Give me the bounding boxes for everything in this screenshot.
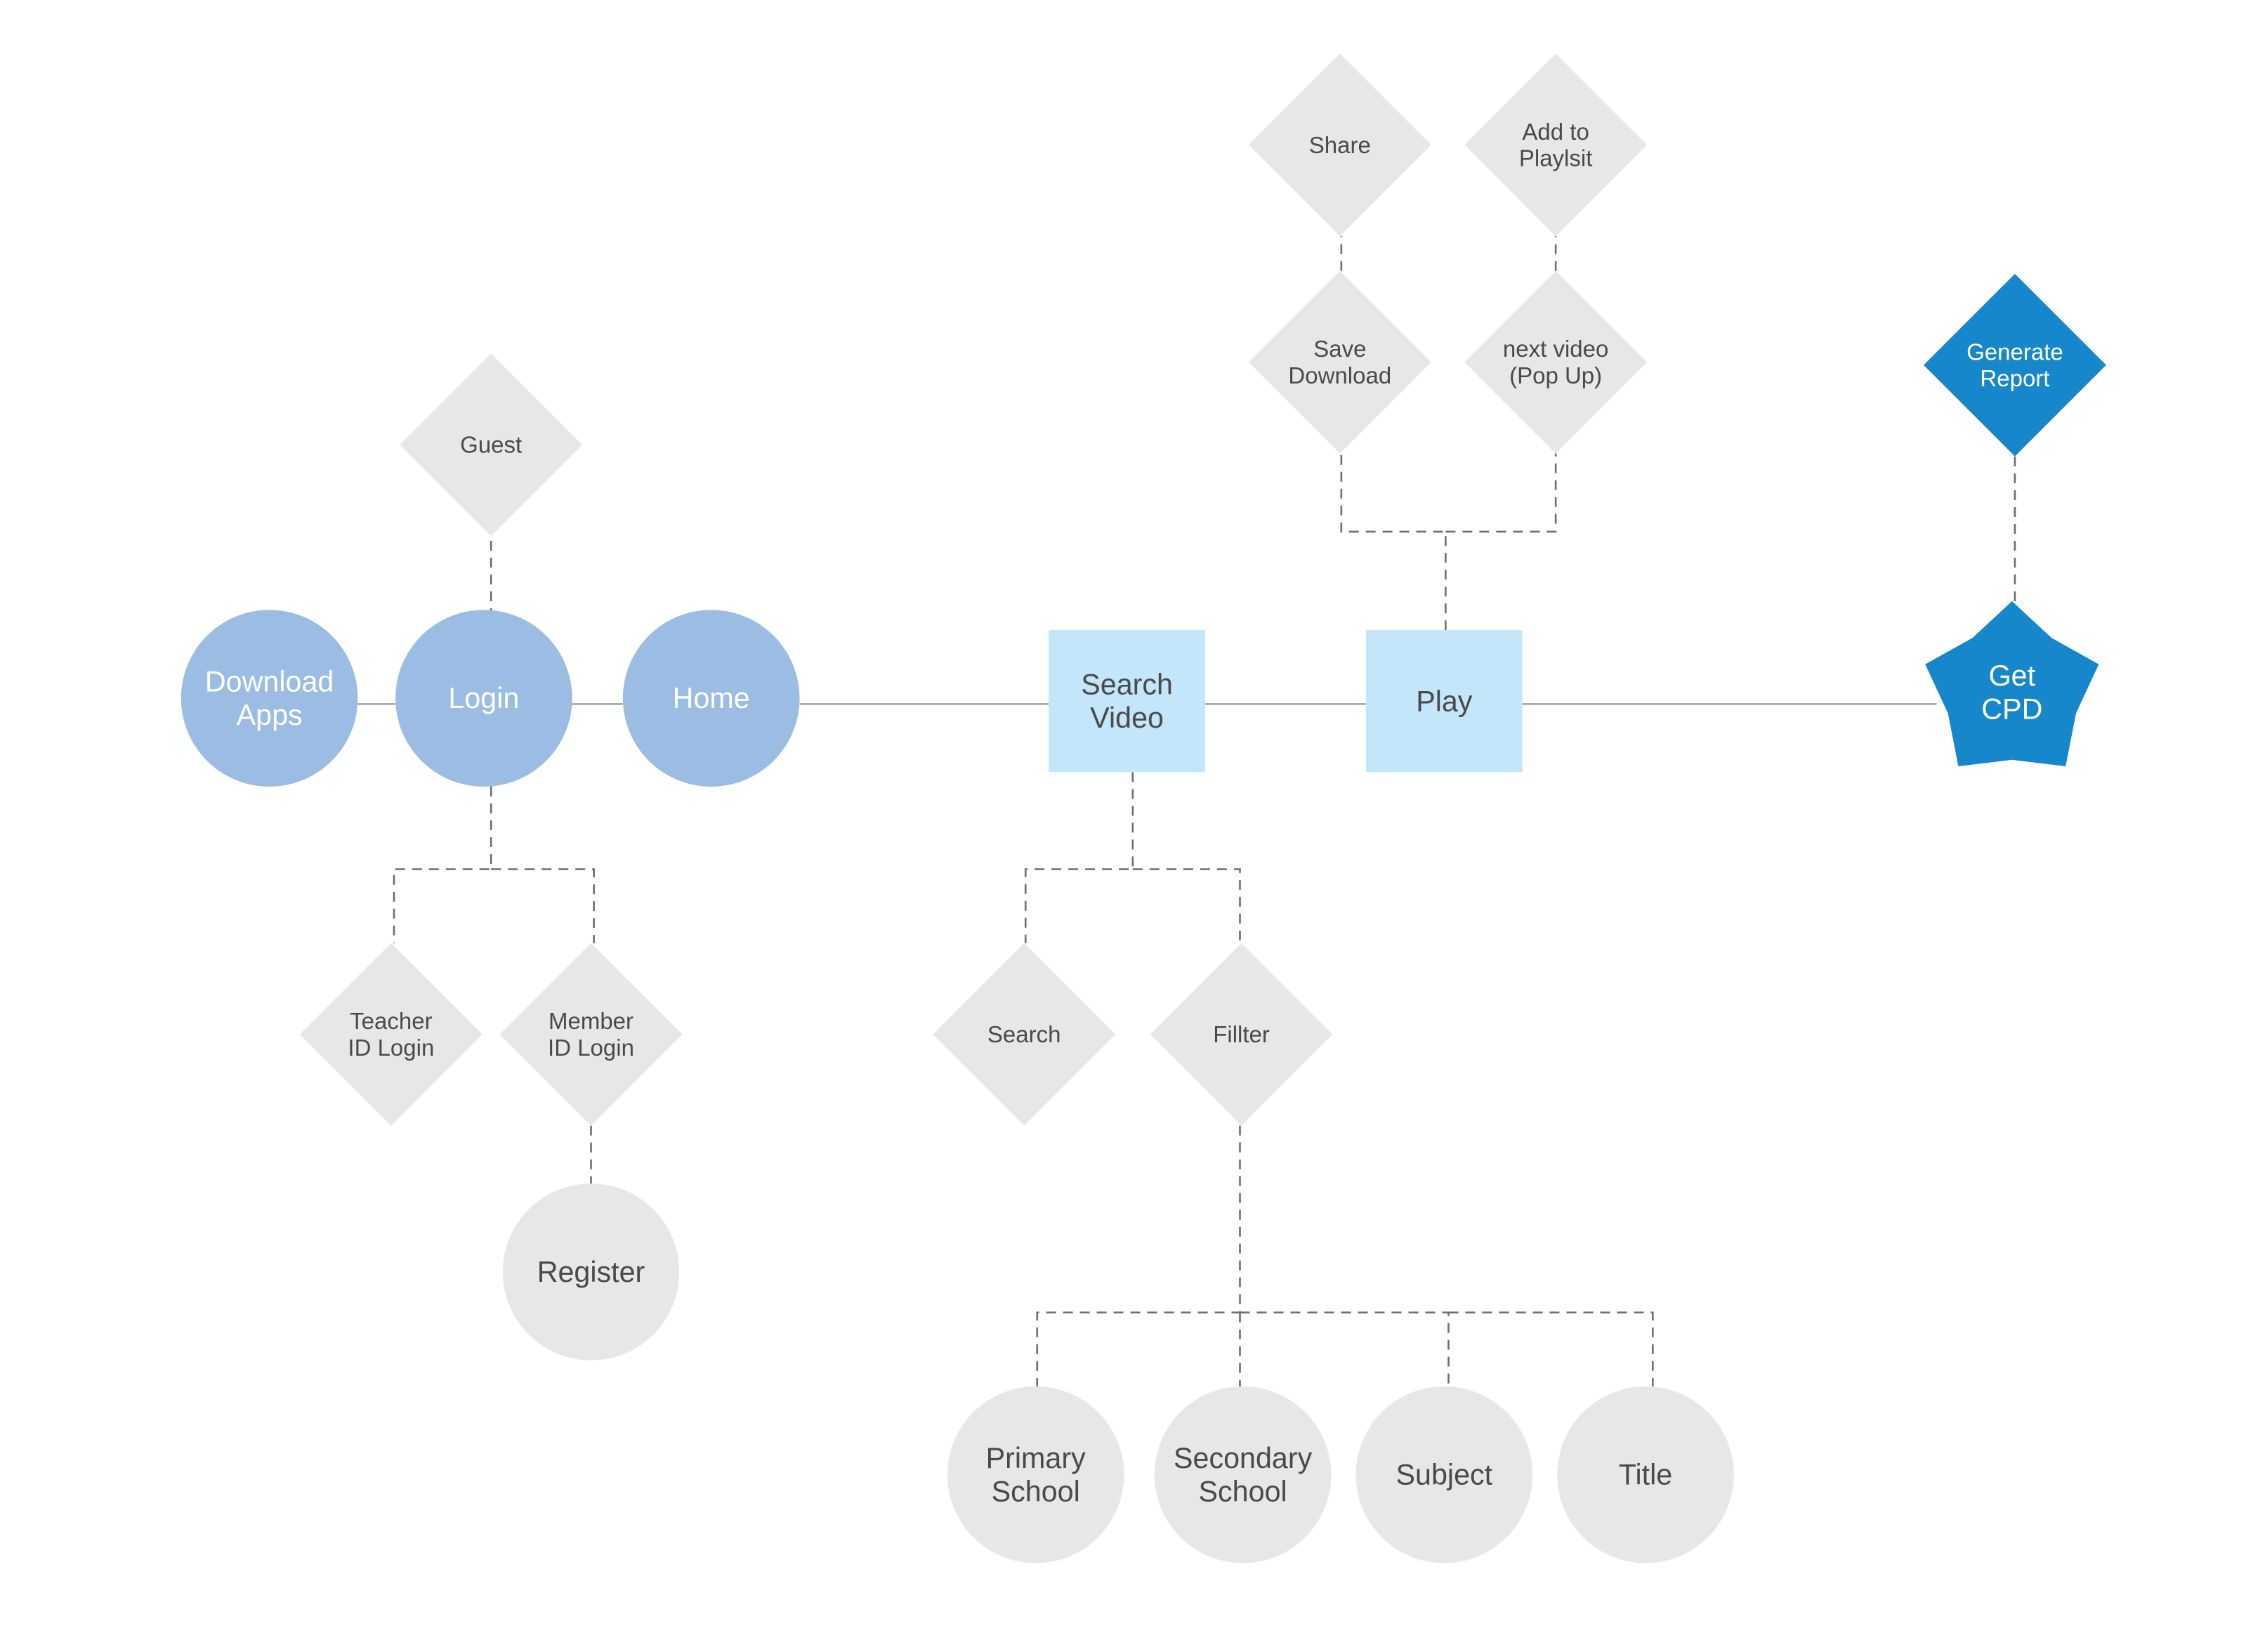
node-guest-label-line: Guest	[460, 432, 522, 458]
connector-search-video-to-filter	[1132, 868, 1241, 943]
node-search-diamond-shape	[933, 943, 1116, 1126]
node-title-circle-shape	[1557, 1386, 1734, 1563]
connector-search-video-to-search	[1024, 772, 1134, 943]
node-search-video-label-line: Search	[1081, 669, 1173, 701]
node-register: Register	[502, 1184, 680, 1361]
node-add-to-playlist-diamond-shape	[1464, 53, 1648, 237]
node-next-video-label-line: next video	[1503, 336, 1608, 362]
node-get-cpd-star-shape	[1925, 601, 2099, 766]
node-download-apps-circle-shape	[180, 610, 358, 787]
node-download-apps-label-line: Apps	[237, 699, 303, 731]
node-secondary-school-circle-shape	[1154, 1386, 1332, 1563]
connector-login-to-member-id-login	[491, 868, 595, 943]
node-search-video-label-line: Video	[1090, 702, 1164, 734]
node-member-id-login-diamond-shape	[499, 943, 683, 1126]
node-search-label-line: Search	[987, 1021, 1061, 1047]
node-secondary-school-label-line: School	[1199, 1475, 1287, 1507]
connector-filter-to-primary-school	[1036, 1125, 1241, 1386]
node-teacher-id-login-diamond-shape	[299, 943, 482, 1126]
node-home: Home	[622, 610, 800, 787]
node-secondary-school-label-line: Secondary	[1174, 1442, 1313, 1474]
node-search-video-square-shape	[1049, 630, 1205, 773]
node-add-to-playlist-label-line: Add to	[1522, 119, 1589, 145]
node-generate-report-label-line: Generate	[1966, 339, 2063, 365]
node-play-square-shape	[1365, 630, 1523, 773]
node-home-label-line: Home	[673, 682, 750, 714]
node-filter-label-line: Fillter	[1213, 1021, 1270, 1047]
node-login-circle-shape	[395, 610, 572, 787]
node-filter: Fillter	[1150, 943, 1333, 1126]
node-login-label-line: Login	[448, 682, 519, 714]
node-generate-report-diamond-shape	[1924, 273, 2106, 457]
node-subject-label-line: Subject	[1396, 1459, 1493, 1491]
node-next-video: next video(Pop Up)	[1464, 270, 1648, 454]
node-register-circle-shape	[502, 1184, 680, 1361]
node-subject: Subject	[1355, 1386, 1533, 1563]
node-search: Search	[933, 943, 1116, 1126]
connector-filter-to-subject	[1240, 1311, 1450, 1386]
node-get-cpd-label-line: Get	[1989, 660, 2036, 692]
node-teacher-id-login-label-line: ID Login	[348, 1035, 434, 1061]
connector-play-to-next-video	[1445, 453, 1557, 533]
node-guest: Guest	[400, 353, 583, 537]
node-home-circle-shape	[622, 610, 800, 787]
node-teacher-id-login-label-line: Teacher	[350, 1008, 432, 1034]
node-primary-school-label-line: Primary	[986, 1442, 1086, 1474]
node-next-video-diamond-shape	[1464, 270, 1648, 454]
connector-filter-to-title	[1448, 1311, 1654, 1386]
node-filter-diamond-shape	[1150, 943, 1333, 1126]
node-download-apps-label-line: Download	[205, 665, 334, 697]
node-title-label-line: Title	[1619, 1459, 1672, 1491]
node-subject-circle-shape	[1355, 1386, 1533, 1563]
node-login: Login	[395, 610, 572, 787]
node-play-label-line: Play	[1416, 685, 1473, 717]
node-member-id-login-label-line: Member	[549, 1008, 633, 1034]
connector-play-to-save-download	[1340, 453, 1447, 631]
node-primary-school-circle-shape	[947, 1386, 1124, 1563]
node-share-diamond-shape	[1248, 53, 1431, 237]
node-title: Title	[1557, 1386, 1734, 1563]
node-get-cpd-label-line: CPD	[1981, 693, 2042, 726]
node-next-video-label-line: (Pop Up)	[1509, 362, 1602, 388]
node-save-download-label-line: Download	[1288, 362, 1391, 388]
node-share-label-line: Share	[1309, 132, 1371, 158]
node-save-download-diamond-shape	[1248, 270, 1431, 454]
node-play: Play	[1365, 630, 1523, 773]
node-guest-diamond-shape	[400, 353, 583, 537]
connector-login-to-teacher-id-login	[393, 786, 492, 943]
node-primary-school-label-line: School	[992, 1475, 1080, 1507]
node-share: Share	[1248, 53, 1431, 237]
node-register-label-line: Register	[537, 1256, 645, 1288]
node-generate-report-label-line: Report	[1980, 365, 2049, 391]
node-save-download-label-line: Save	[1313, 336, 1366, 362]
node-member-id-login-label-line: ID Login	[548, 1035, 634, 1061]
node-add-to-playlist-label-line: Playlsit	[1519, 145, 1593, 171]
